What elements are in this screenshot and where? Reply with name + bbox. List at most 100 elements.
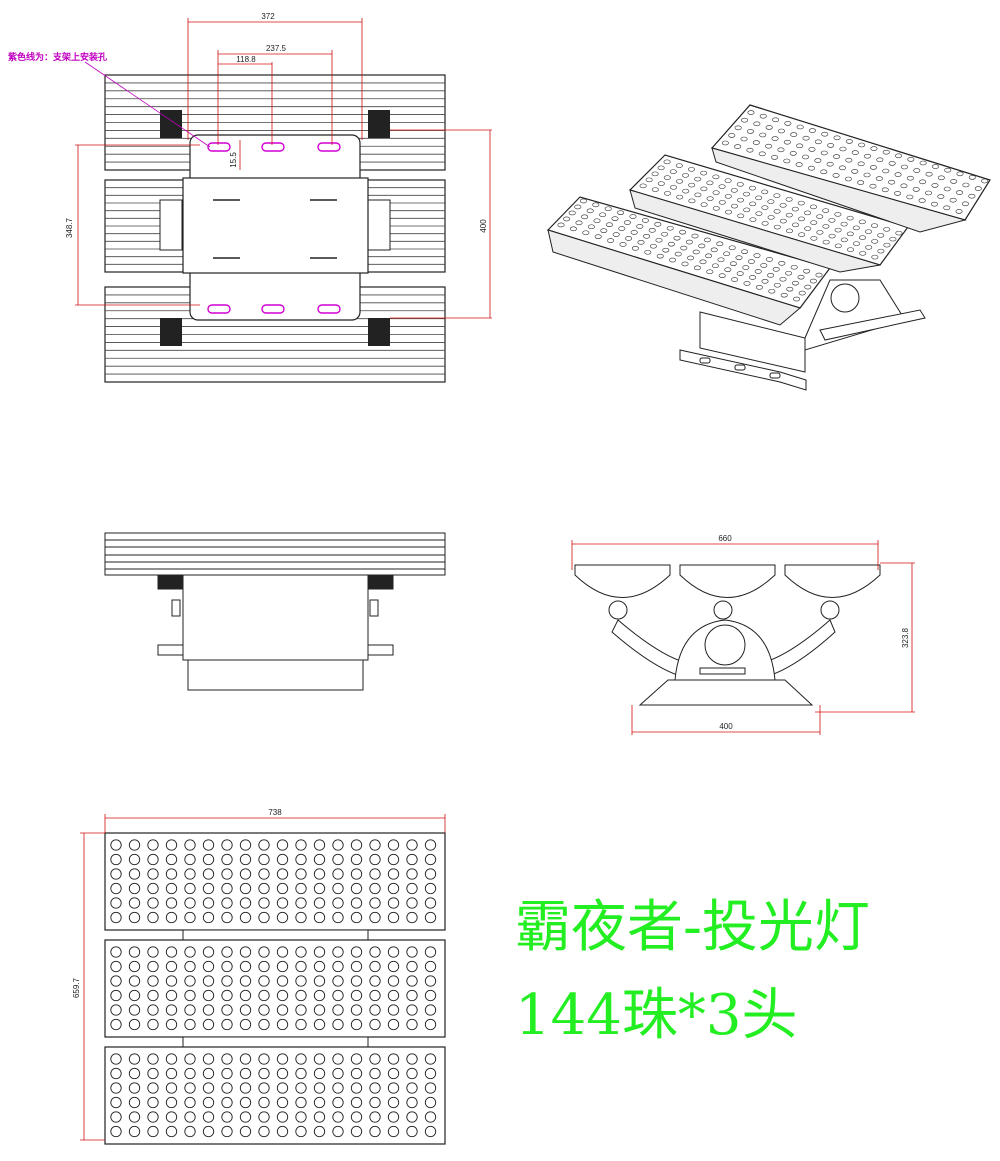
led-dot bbox=[128, 897, 141, 909]
isometric-view bbox=[546, 104, 991, 391]
led-dot bbox=[387, 839, 400, 851]
iso-led-dot bbox=[623, 220, 631, 225]
led-dot bbox=[147, 911, 159, 924]
led-dot bbox=[350, 1004, 363, 1016]
led-dot bbox=[239, 853, 252, 866]
led-dot bbox=[258, 989, 270, 1002]
led-dot bbox=[239, 1125, 252, 1138]
iso-led-dot bbox=[605, 222, 613, 227]
led-dot bbox=[221, 868, 233, 880]
iso-led-dot bbox=[791, 280, 799, 286]
iso-led-dot bbox=[724, 209, 732, 215]
led-dot bbox=[258, 975, 270, 987]
dim-width-overall: 372 bbox=[261, 12, 275, 21]
iso-led-dot bbox=[662, 247, 670, 253]
iso-led-dot bbox=[845, 139, 853, 144]
iso-led-dot bbox=[765, 257, 773, 262]
led-dot bbox=[202, 946, 215, 958]
iso-led-dot bbox=[785, 212, 793, 218]
led-dot bbox=[332, 1004, 344, 1016]
iso-led-dot bbox=[717, 257, 725, 263]
led-dot bbox=[313, 946, 326, 958]
led-dot bbox=[202, 882, 215, 895]
led-dot bbox=[110, 911, 122, 924]
iso-led-dot bbox=[790, 264, 798, 270]
iso-led-dot bbox=[907, 157, 915, 162]
iso-led-dot bbox=[783, 158, 791, 164]
iso-led-dot bbox=[568, 210, 576, 216]
led-dot bbox=[332, 1018, 344, 1031]
led-dot bbox=[276, 975, 289, 987]
iso-led-dot bbox=[681, 261, 689, 267]
led-dot bbox=[258, 1082, 270, 1094]
iso-led-dot bbox=[888, 179, 896, 185]
led-dot bbox=[406, 1053, 418, 1065]
led-dot bbox=[332, 1082, 344, 1094]
iso-led-dot bbox=[728, 133, 736, 138]
led-dot bbox=[313, 1053, 326, 1065]
iso-led-dot bbox=[956, 190, 964, 195]
dim-base: 400 bbox=[719, 722, 733, 731]
iso-led-dot bbox=[718, 184, 726, 189]
dim-hole-span-outer: 237.5 bbox=[266, 44, 287, 53]
led-dot bbox=[221, 882, 233, 895]
iso-led-dot bbox=[759, 113, 767, 119]
led-dot bbox=[406, 1096, 418, 1109]
led-dot bbox=[147, 868, 159, 880]
iso-led-dot bbox=[724, 178, 732, 183]
led-dot bbox=[387, 975, 400, 987]
iso-led-dot bbox=[692, 249, 700, 255]
led-dot bbox=[387, 946, 400, 958]
iso-led-dot bbox=[688, 198, 696, 204]
iso-led-dot bbox=[754, 269, 762, 274]
iso-led-dot bbox=[785, 197, 793, 202]
side-bracket bbox=[367, 199, 391, 251]
led-dot bbox=[184, 853, 196, 866]
led-dot bbox=[165, 1067, 178, 1080]
led-dot bbox=[406, 897, 418, 909]
led-dot bbox=[239, 911, 252, 924]
led-dot bbox=[202, 897, 215, 909]
led-dot bbox=[424, 1096, 437, 1109]
iso-led-dot bbox=[974, 186, 982, 191]
led-dot bbox=[369, 946, 381, 958]
iso-led-dot bbox=[619, 242, 627, 247]
iso-led-dot bbox=[956, 171, 964, 177]
led-dot bbox=[184, 975, 196, 987]
iso-led-dot bbox=[780, 292, 788, 298]
led-dot bbox=[332, 911, 344, 924]
iso-led-dot bbox=[669, 169, 677, 174]
led-dot bbox=[350, 1053, 363, 1065]
led-dot bbox=[239, 882, 252, 895]
led-dot bbox=[332, 839, 344, 851]
led-dot bbox=[202, 868, 215, 880]
led-dot bbox=[424, 911, 437, 924]
led-dot bbox=[110, 1053, 122, 1065]
clamp-block bbox=[368, 110, 390, 138]
led-dot bbox=[221, 1125, 233, 1138]
led-dot bbox=[313, 897, 326, 909]
iso-led-dot bbox=[693, 265, 701, 271]
led-dot bbox=[276, 1096, 289, 1109]
dimension-lines-top bbox=[75, 18, 492, 319]
iso-led-dot bbox=[798, 232, 806, 237]
led-dot bbox=[295, 911, 307, 924]
iso-led-dot bbox=[679, 229, 687, 235]
led-dot bbox=[110, 1004, 122, 1016]
iso-led-dot bbox=[765, 143, 773, 149]
iso-led-dot bbox=[834, 212, 842, 217]
iso-led-dot bbox=[851, 150, 859, 155]
iso-led-dot bbox=[730, 188, 738, 193]
led-dot bbox=[128, 1111, 141, 1123]
iso-led-dot bbox=[889, 236, 897, 242]
dimension-lines-front bbox=[80, 814, 446, 1141]
led-dot bbox=[313, 1111, 326, 1123]
led-dot bbox=[147, 946, 159, 958]
iso-led-dot bbox=[703, 237, 711, 243]
iso-led-dot bbox=[925, 190, 933, 196]
led-dot bbox=[202, 911, 215, 924]
iso-led-dot bbox=[663, 191, 671, 196]
iso-led-dot bbox=[865, 245, 873, 250]
led-dot bbox=[424, 1004, 437, 1016]
iso-led-dot bbox=[968, 175, 976, 180]
